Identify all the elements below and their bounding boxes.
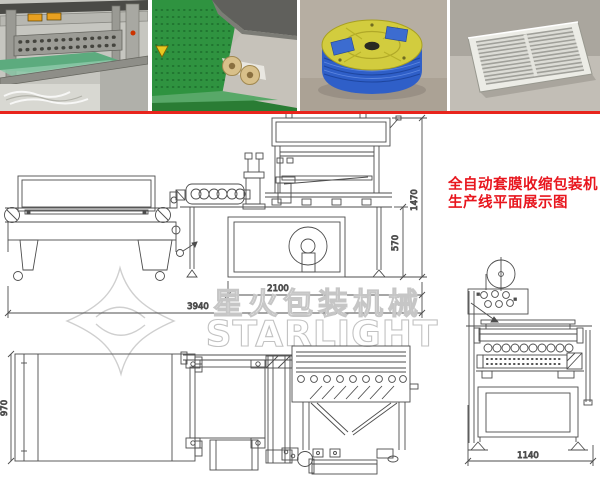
sealer-front-view <box>466 257 593 451</box>
photo-film-feed-rollers <box>152 0 297 111</box>
metal-cover <box>212 0 297 36</box>
warning-label-icon <box>27 13 43 22</box>
technical-drawing: 1470 570 2100 <box>0 114 598 475</box>
dimension-table-height: 570 <box>391 203 408 281</box>
dimension-front-width: 1140 <box>464 405 597 466</box>
green-conveyor-deck <box>0 52 118 72</box>
red-divider-line <box>0 111 600 114</box>
dimension-sealer-height: 1470 <box>384 114 427 281</box>
dim-1470-label: 1470 <box>410 189 420 211</box>
dim-970-label: 970 <box>0 400 10 416</box>
photo-sealing-bar-art <box>0 0 148 111</box>
shrink-tunnel-side-view <box>4 175 177 281</box>
watermark-english-text: STARLIGHT <box>206 314 439 355</box>
dim-3940-label: 3940 <box>187 302 209 312</box>
dim-2100-label: 2100 <box>267 284 289 294</box>
sealer-top-view <box>180 345 419 475</box>
blue-label <box>330 37 355 56</box>
photo-strip <box>0 0 600 111</box>
blue-label <box>384 26 409 42</box>
photo-film-reel-art <box>300 0 447 111</box>
warning-triangle-icon <box>155 45 169 58</box>
dim-570-label: 570 <box>391 235 401 251</box>
warning-label-icon <box>46 12 62 21</box>
diagram-area: 1470 570 2100 <box>0 114 600 481</box>
photo-sealing-bar-closeup <box>0 0 148 111</box>
dimension-sealer-length: 2100 <box>224 281 426 300</box>
sealer-side-view <box>169 114 402 278</box>
conveyor-top-view <box>14 353 203 462</box>
dimension-conveyor-width: 970 <box>0 350 15 465</box>
caption-line2: 生产线平面展示图 <box>448 193 568 211</box>
photo-film-rollers-art <box>152 0 297 111</box>
caption-line1: 全自动套膜收缩包装机 <box>447 175 598 193</box>
starlight-logo-watermark-icon <box>65 265 176 377</box>
photo-grid-tray-art <box>450 0 600 111</box>
photo-film-reel <box>300 0 447 111</box>
dim-1140-label: 1140 <box>517 451 539 461</box>
photo-grid-tray <box>450 0 600 111</box>
watermark-chinese-text: 星火包装机械 <box>213 287 423 322</box>
caption: 全自动套膜收缩包装机 生产线平面展示图 <box>447 175 598 211</box>
dimension-total-length: 3940 <box>4 286 426 318</box>
